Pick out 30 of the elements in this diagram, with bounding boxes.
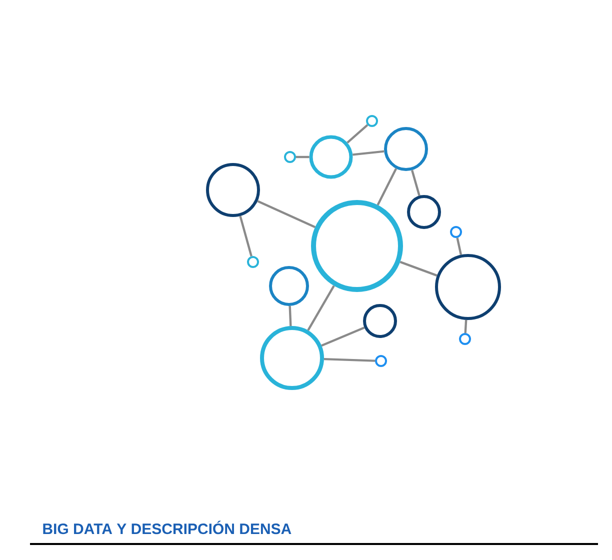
circle bbox=[311, 200, 403, 292]
connector-line bbox=[346, 124, 368, 144]
circle bbox=[247, 256, 259, 268]
connector-line bbox=[257, 200, 316, 228]
circle bbox=[459, 333, 471, 345]
connector-line bbox=[464, 320, 468, 334]
connector-line bbox=[288, 306, 292, 326]
connector-line bbox=[324, 358, 376, 362]
circle bbox=[435, 254, 501, 320]
circle bbox=[407, 195, 441, 229]
circle bbox=[366, 115, 378, 127]
connector-line bbox=[307, 285, 335, 331]
circle bbox=[269, 266, 309, 306]
title: BIG DATA Y DESCRIPCIÓN DENSA bbox=[43, 520, 292, 534]
circle bbox=[206, 163, 260, 217]
connector-line bbox=[352, 150, 384, 156]
connector-line bbox=[296, 156, 310, 158]
connector-line bbox=[321, 326, 365, 347]
circle bbox=[309, 135, 353, 179]
circle bbox=[375, 355, 387, 367]
connector-line bbox=[376, 168, 398, 206]
connector-line bbox=[456, 238, 462, 255]
connector-line bbox=[400, 260, 438, 277]
circle bbox=[284, 151, 296, 163]
circle bbox=[384, 127, 428, 171]
connector-line bbox=[411, 170, 420, 196]
circle bbox=[260, 326, 324, 390]
connector-line bbox=[239, 216, 252, 257]
circle bbox=[363, 304, 397, 338]
circle bbox=[450, 226, 462, 238]
